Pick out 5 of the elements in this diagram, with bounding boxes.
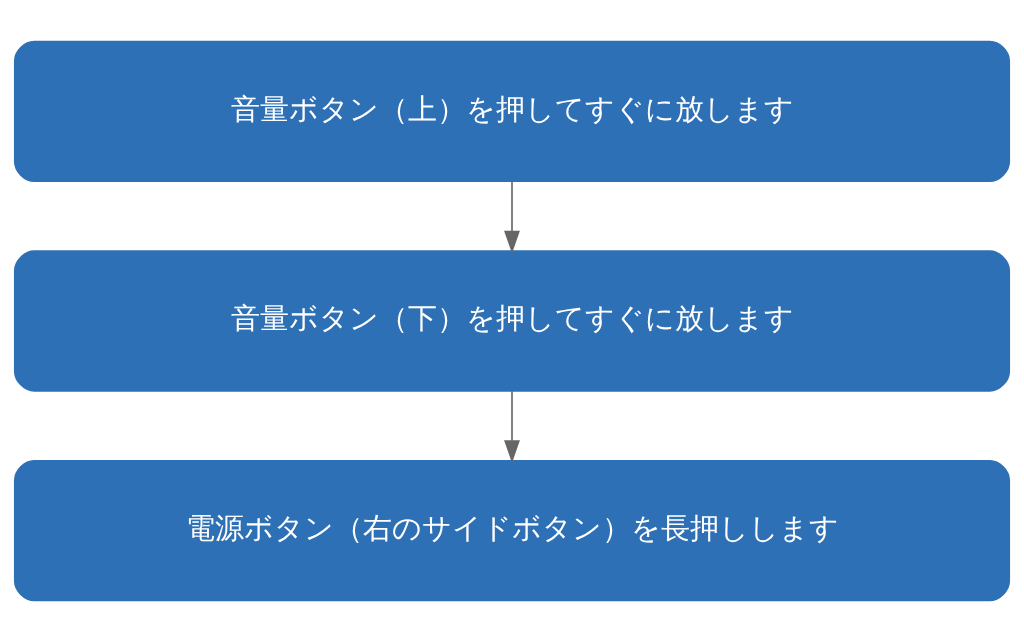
node-box: 音量ボタン（上）を押してすぐに放します (13, 40, 1011, 182)
arrow (504, 390, 520, 463)
node-box: 音量ボタン（下）を押してすぐに放します (13, 249, 1011, 392)
node-box: 電源ボタン（右のサイドボタン）を長押しします (13, 459, 1011, 601)
arrow (504, 180, 520, 253)
